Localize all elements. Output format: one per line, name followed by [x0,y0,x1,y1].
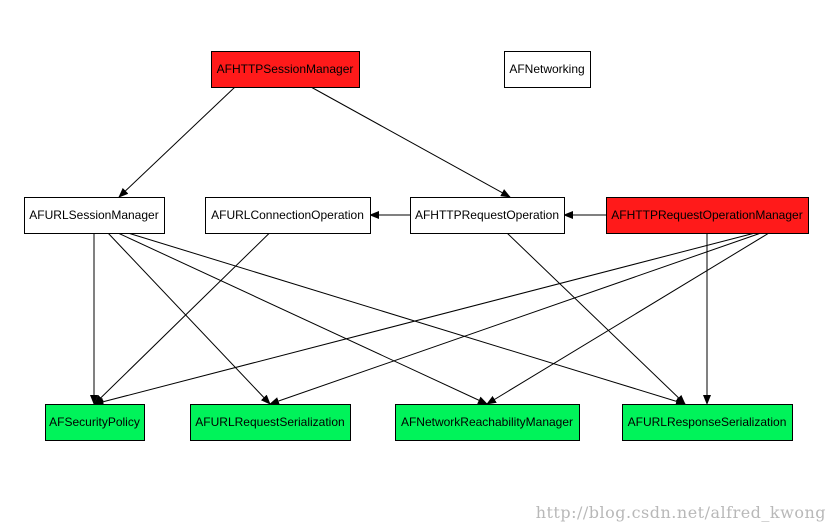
node-label-urlresponseserialization: AFURLResponseSerialization [628,415,787,429]
edge-urlsessionmanager-to-urlresponseserialization [127,232,686,406]
edge-urlconnectionoperation-to-securitypolicy [93,232,270,405]
edge-httprequestoperationmanager-to-securitypolicy [93,232,756,406]
node-httprequestoperation: AFHTTPRequestOperation [410,197,565,234]
node-label-securitypolicy: AFSecurityPolicy [49,415,140,429]
node-networkreachabilitymanager: AFNetworkReachabilityManager [395,404,580,441]
node-label-urlconnectionoperation: AFURLConnectionOperation [211,208,364,222]
node-box-httpsessionmanager [211,51,360,88]
nodes-layer: AFHTTPSessionManager AFNetworkingAFURLSes… [24,51,809,441]
node-label-urlrequestserialization: AFURLRequestSerialization [195,415,344,429]
edge-httpsessionmanager-to-httprequestoperation [310,86,511,198]
node-box-httprequestoperationmanager [606,197,809,234]
watermark-text: http://blog.csdn.net/alfred_kwong [535,503,826,522]
node-urlsessionmanager: AFURLSessionManager [24,197,165,234]
node-securitypolicy: AFSecurityPolicy [45,404,145,441]
node-label-httpsessionmanager: AFHTTPSessionManager [217,62,354,76]
edge-urlsessionmanager-to-networkreachabilitymanager [117,232,488,405]
node-afnetworking: AFNetworking [504,51,591,88]
node-label-httprequestoperation: AFHTTPRequestOperation [415,208,559,222]
node-box-urlconnectionoperation [205,197,371,234]
edge-httprequestoperationmanager-to-networkreachabilitymanager [486,232,770,405]
edge-httpsessionmanager-to-urlsessionmanager [118,86,236,198]
node-box-urlrequestserialization [190,404,351,441]
node-label-httprequestoperationmanager: AFHTTPRequestOperationManager [611,208,802,222]
node-httprequestoperationmanager: AFHTTPRequestOperationManager [606,197,809,234]
node-label-afnetworking: AFNetworking [509,62,584,76]
node-box-urlsessionmanager [24,197,165,234]
node-box-afnetworking [504,51,591,88]
node-label-networkreachabilitymanager: AFNetworkReachabilityManager [401,415,573,429]
node-box-networkreachabilitymanager [395,404,580,441]
edge-httprequestoperation-to-urlresponseserialization [506,232,686,405]
edge-urlsessionmanager-to-urlrequestserialization [107,232,271,405]
edges-layer [90,86,770,406]
node-urlresponseserialization: AFURLResponseSerialization [622,404,793,441]
node-label-urlsessionmanager: AFURLSessionManager [29,208,158,222]
node-box-urlresponseserialization [622,404,793,441]
node-box-securitypolicy [45,404,145,441]
node-httpsessionmanager: AFHTTPSessionManager [211,51,360,88]
node-box-httprequestoperation [410,197,565,234]
node-urlconnectionoperation: AFURLConnectionOperation [205,197,371,234]
node-urlrequestserialization: AFURLRequestSerialization [190,404,351,441]
edge-httprequestoperationmanager-to-urlrequestserialization [269,232,762,405]
